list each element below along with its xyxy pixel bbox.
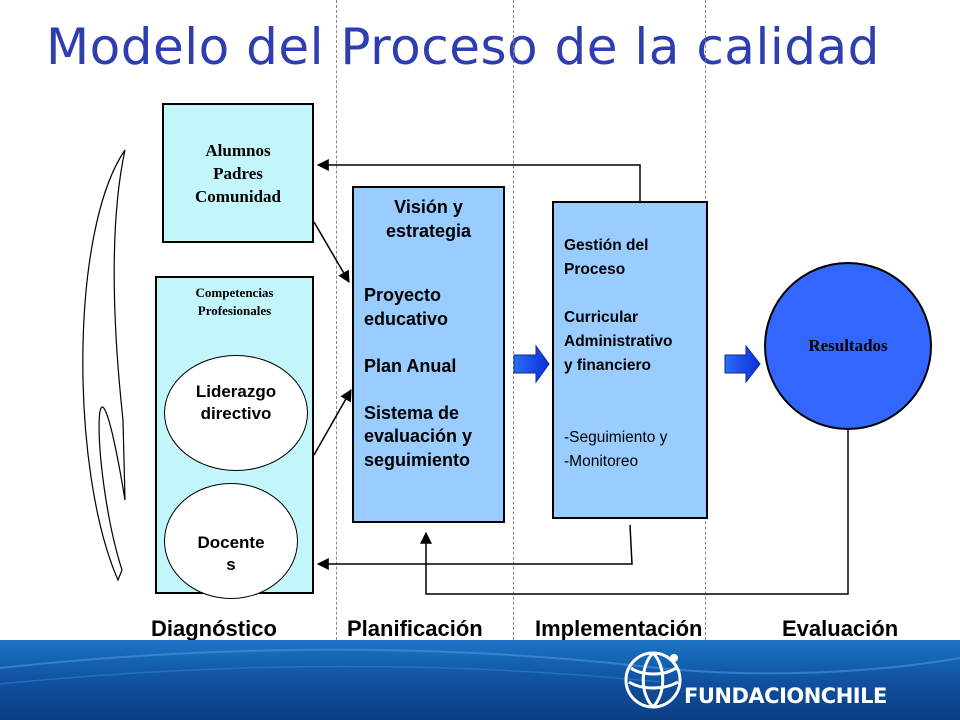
flow-connectors [82, 149, 849, 595]
vision-line: Visión y [394, 197, 463, 217]
management-line: Proceso [564, 261, 626, 278]
management-items: Gestión del Proceso Curricular Administr… [564, 234, 673, 474]
vision-box: Visión y estrategia Proyecto educativo P… [352, 186, 505, 523]
management-box: Gestión del Proceso Curricular Administr… [552, 201, 708, 519]
management-line: y financiero [564, 357, 651, 374]
teachers-line: s [226, 555, 236, 574]
block-arrow-vision-to-management [513, 344, 550, 384]
vision-line: Proyecto [364, 285, 442, 305]
management-line: -Seguimiento y [564, 429, 668, 446]
phase-label-diagnostico: Diagnóstico [151, 616, 277, 641]
results-circle: Resultados [764, 262, 932, 430]
stakeholder-students: Alumnos [205, 140, 271, 160]
management-line: Administrativo [564, 333, 673, 350]
arrow-management-to-competencies [316, 524, 633, 570]
vision-line: seguimiento [364, 449, 471, 470]
arrow-stakeholders-to-vision [313, 221, 350, 284]
leadership-line: Liderazgo [195, 382, 277, 401]
footer-bar: FUNDACIONCHILE [0, 640, 960, 720]
competencies-title-line: Profesionales [197, 303, 272, 318]
teachers-ellipse: Docente s [164, 483, 298, 599]
results-label: Resultados [808, 336, 888, 355]
management-line: -Monitoreo [564, 453, 639, 470]
footer-decoration [0, 648, 960, 709]
stakeholders-box: Alumnos Padres Comunidad [162, 103, 314, 243]
competencies-box: Competencias Profesionales Liderazgo dir… [155, 276, 314, 599]
vision-line: Sistema de [364, 402, 460, 423]
feedback-curve-arrow [82, 149, 126, 582]
page-title: Modelo del Proceso de la calidad [46, 18, 880, 76]
arrow-results-to-vision [420, 430, 849, 595]
arrow-competencies-to-vision [313, 388, 352, 456]
block-arrow-management-to-results [724, 344, 761, 384]
vision-line: educativo [364, 308, 449, 329]
vision-line: Plan Anual [364, 355, 457, 376]
stakeholder-community: Comunidad [195, 186, 281, 206]
phase-label-planificacion: Planificación [347, 616, 483, 641]
leadership-line: directivo [200, 404, 272, 423]
vision-line: evaluación y [364, 426, 473, 446]
phase-label-implementacion: Implementación [535, 616, 703, 641]
arrow-management-to-stakeholders [316, 159, 641, 201]
stakeholder-parents: Padres [213, 163, 263, 183]
management-line: Curricular [564, 309, 639, 326]
phase-label-evaluacion: Evaluación [782, 616, 899, 641]
competencies-title-line: Competencias [195, 285, 274, 300]
leadership-ellipse: Liderazgo directivo [164, 355, 308, 471]
brand-wordmark: FUNDACIONCHILE [684, 684, 887, 708]
phase-divider-2 [513, 0, 514, 700]
phase-divider-1 [336, 0, 337, 700]
competencies-title: Competencias Profesionales [157, 284, 312, 320]
vision-items: Proyecto educativo Plan Anual Sistema de… [364, 284, 472, 472]
teachers-line: Docente [197, 533, 265, 552]
globe-logo-icon [624, 651, 682, 709]
vision-line: estrategia [385, 220, 472, 241]
vision-heading: Visión y estrategia [354, 196, 503, 243]
management-line: Gestión del [564, 237, 649, 254]
